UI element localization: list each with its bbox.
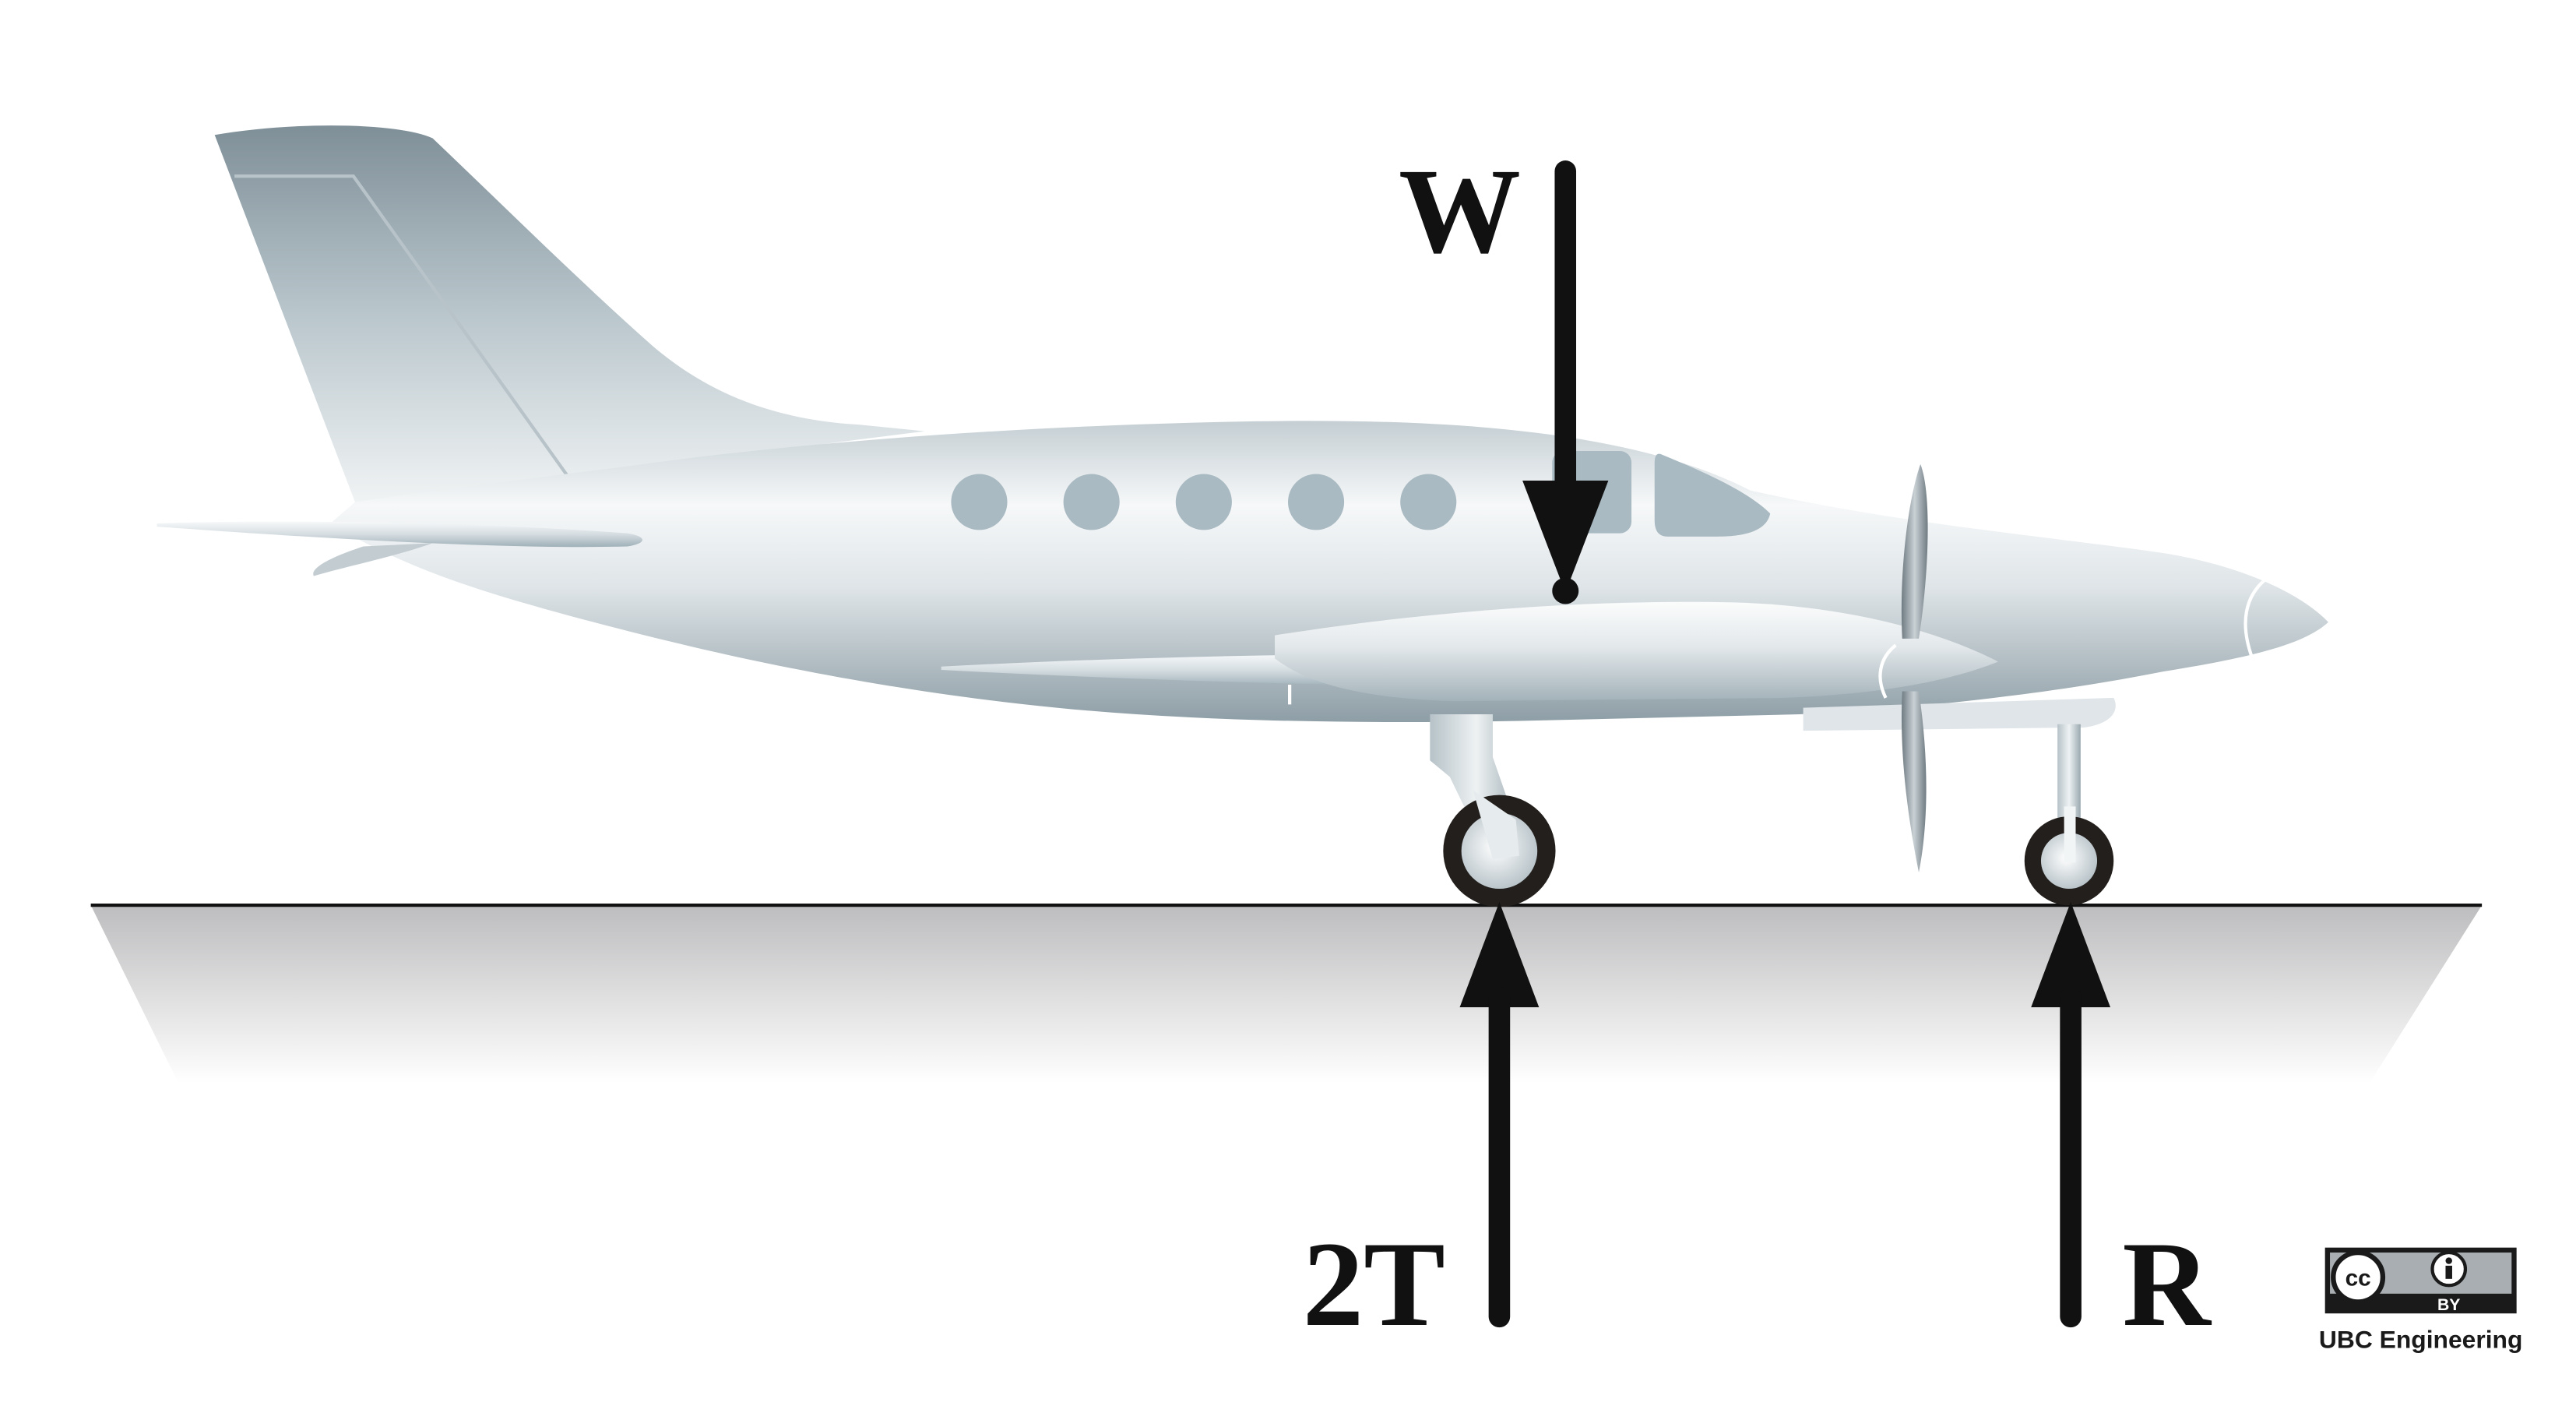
main-gear-reaction-arrow: 2T [1303, 901, 1540, 1351]
main-gear-arrow-head [1459, 901, 1540, 1008]
spinner-seam [1878, 643, 1897, 699]
engine-nacelle [1275, 601, 1998, 702]
ground [90, 904, 2483, 1083]
cabin-window [1063, 474, 1120, 530]
person-icon-head [2445, 1257, 2452, 1264]
cabin-window [1400, 474, 1457, 530]
license-credit: cc BY UBC Engineering [2319, 1247, 2523, 1354]
nose-cone-seam [2243, 578, 2267, 659]
propeller-blade-upper [1901, 463, 1928, 639]
nose-landing-gear [2024, 724, 2114, 906]
horizontal-stabilizer [157, 521, 642, 548]
by-badge-text: BY [2437, 1296, 2460, 1314]
force-arrows: W 2T R [1303, 143, 2212, 1351]
weight-force-arrow: W [1399, 143, 1609, 604]
tail-fin-outline [234, 174, 579, 492]
stabilizer-lower [313, 543, 433, 576]
weight-arrow-head [1522, 481, 1609, 593]
cc-badge-text: cc [2345, 1265, 2371, 1291]
nose-gear-axle [2064, 806, 2076, 863]
windshield [1654, 453, 1771, 537]
propeller-blade-lower [1901, 691, 1927, 872]
cabin-window [1288, 474, 1345, 530]
nose-gear-fairing [1803, 697, 2116, 731]
ground-surface [90, 905, 2483, 1083]
tail-fin [214, 125, 925, 502]
nose-gear-reaction-arrow: R [2031, 901, 2212, 1351]
weight-label: W [1399, 143, 1521, 279]
nose-gear-reaction-label: R [2122, 1216, 2212, 1351]
nose-gear-arrow-head [2031, 901, 2111, 1008]
airplane [157, 125, 2328, 907]
main-gear-reaction-label: 2T [1303, 1216, 1445, 1351]
cabin-window [1175, 474, 1232, 530]
person-icon-body [2445, 1265, 2452, 1279]
main-gear-axle-fork [1473, 790, 1519, 860]
main-landing-gear [1430, 714, 1556, 907]
cc-icon [2331, 1249, 2386, 1305]
attribution-text: UBC Engineering [2319, 1326, 2523, 1354]
cc-by-badge: cc BY [2324, 1247, 2517, 1314]
center-of-gravity-point [1552, 577, 1579, 604]
cabin-window [951, 474, 1008, 530]
